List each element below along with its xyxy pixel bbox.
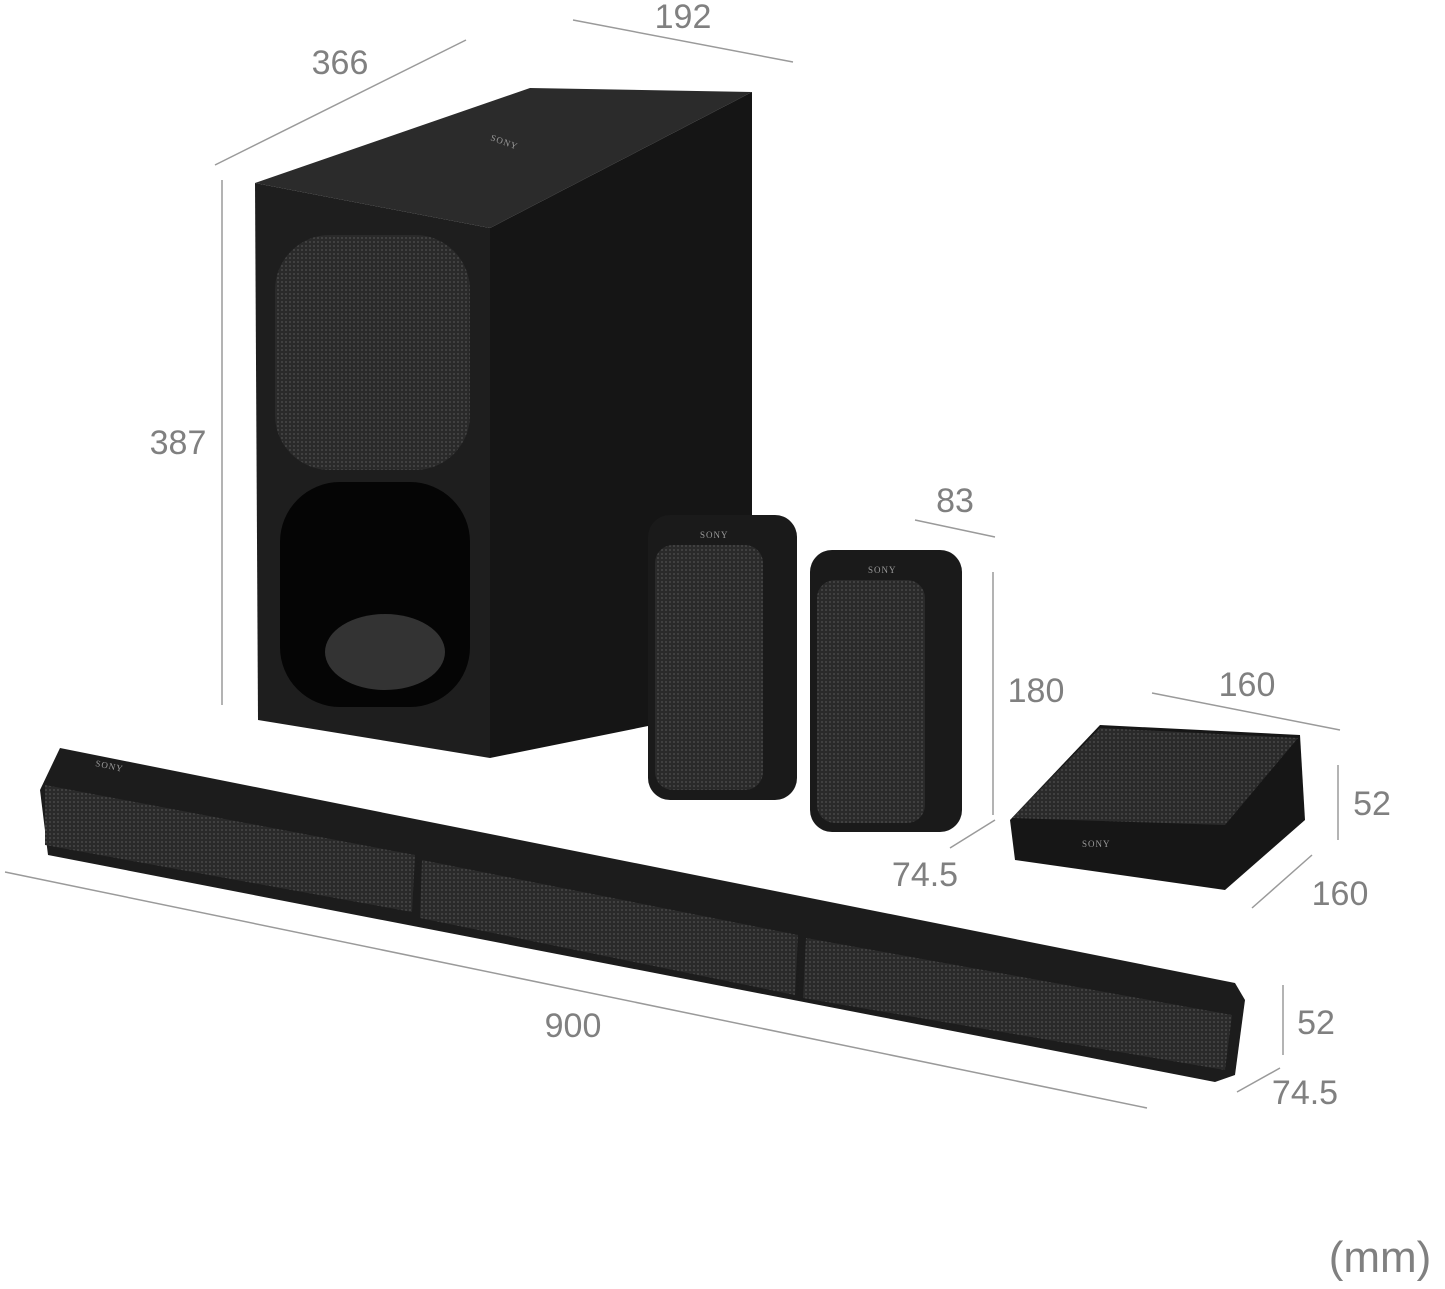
receiver-width-label: 160 [1219,666,1276,704]
soundbar: SONY [40,748,1245,1082]
subwoofer-grille [275,235,470,470]
rear-speaker-width-label: 83 [936,482,974,520]
svg-text:SONY: SONY [700,530,729,540]
soundbar-depth-label: 74.5 [1272,1074,1338,1112]
soundbar-width-label: 900 [545,1007,602,1045]
rear-speaker-height-label: 180 [1008,672,1065,710]
svg-text:SONY: SONY [868,565,897,575]
wireless-receiver: SONY [1010,725,1305,890]
rear-speaker-left: SONY [648,515,797,800]
soundbar-height-label: 52 [1297,1004,1335,1042]
svg-text:SONY: SONY [1082,839,1111,849]
unit-label: (mm) [1329,1233,1432,1282]
dimension-lines [4,19,1341,1109]
rear-speaker-right: SONY [810,550,962,832]
rear-speaker-depth-label: 74.5 [892,856,958,894]
receiver-height-label: 52 [1353,785,1391,823]
subwoofer-width-label: 192 [655,0,712,36]
subwoofer-depth-label: 366 [312,44,369,82]
subwoofer-height-label: 387 [150,424,207,462]
receiver-depth-label: 160 [1312,875,1369,913]
